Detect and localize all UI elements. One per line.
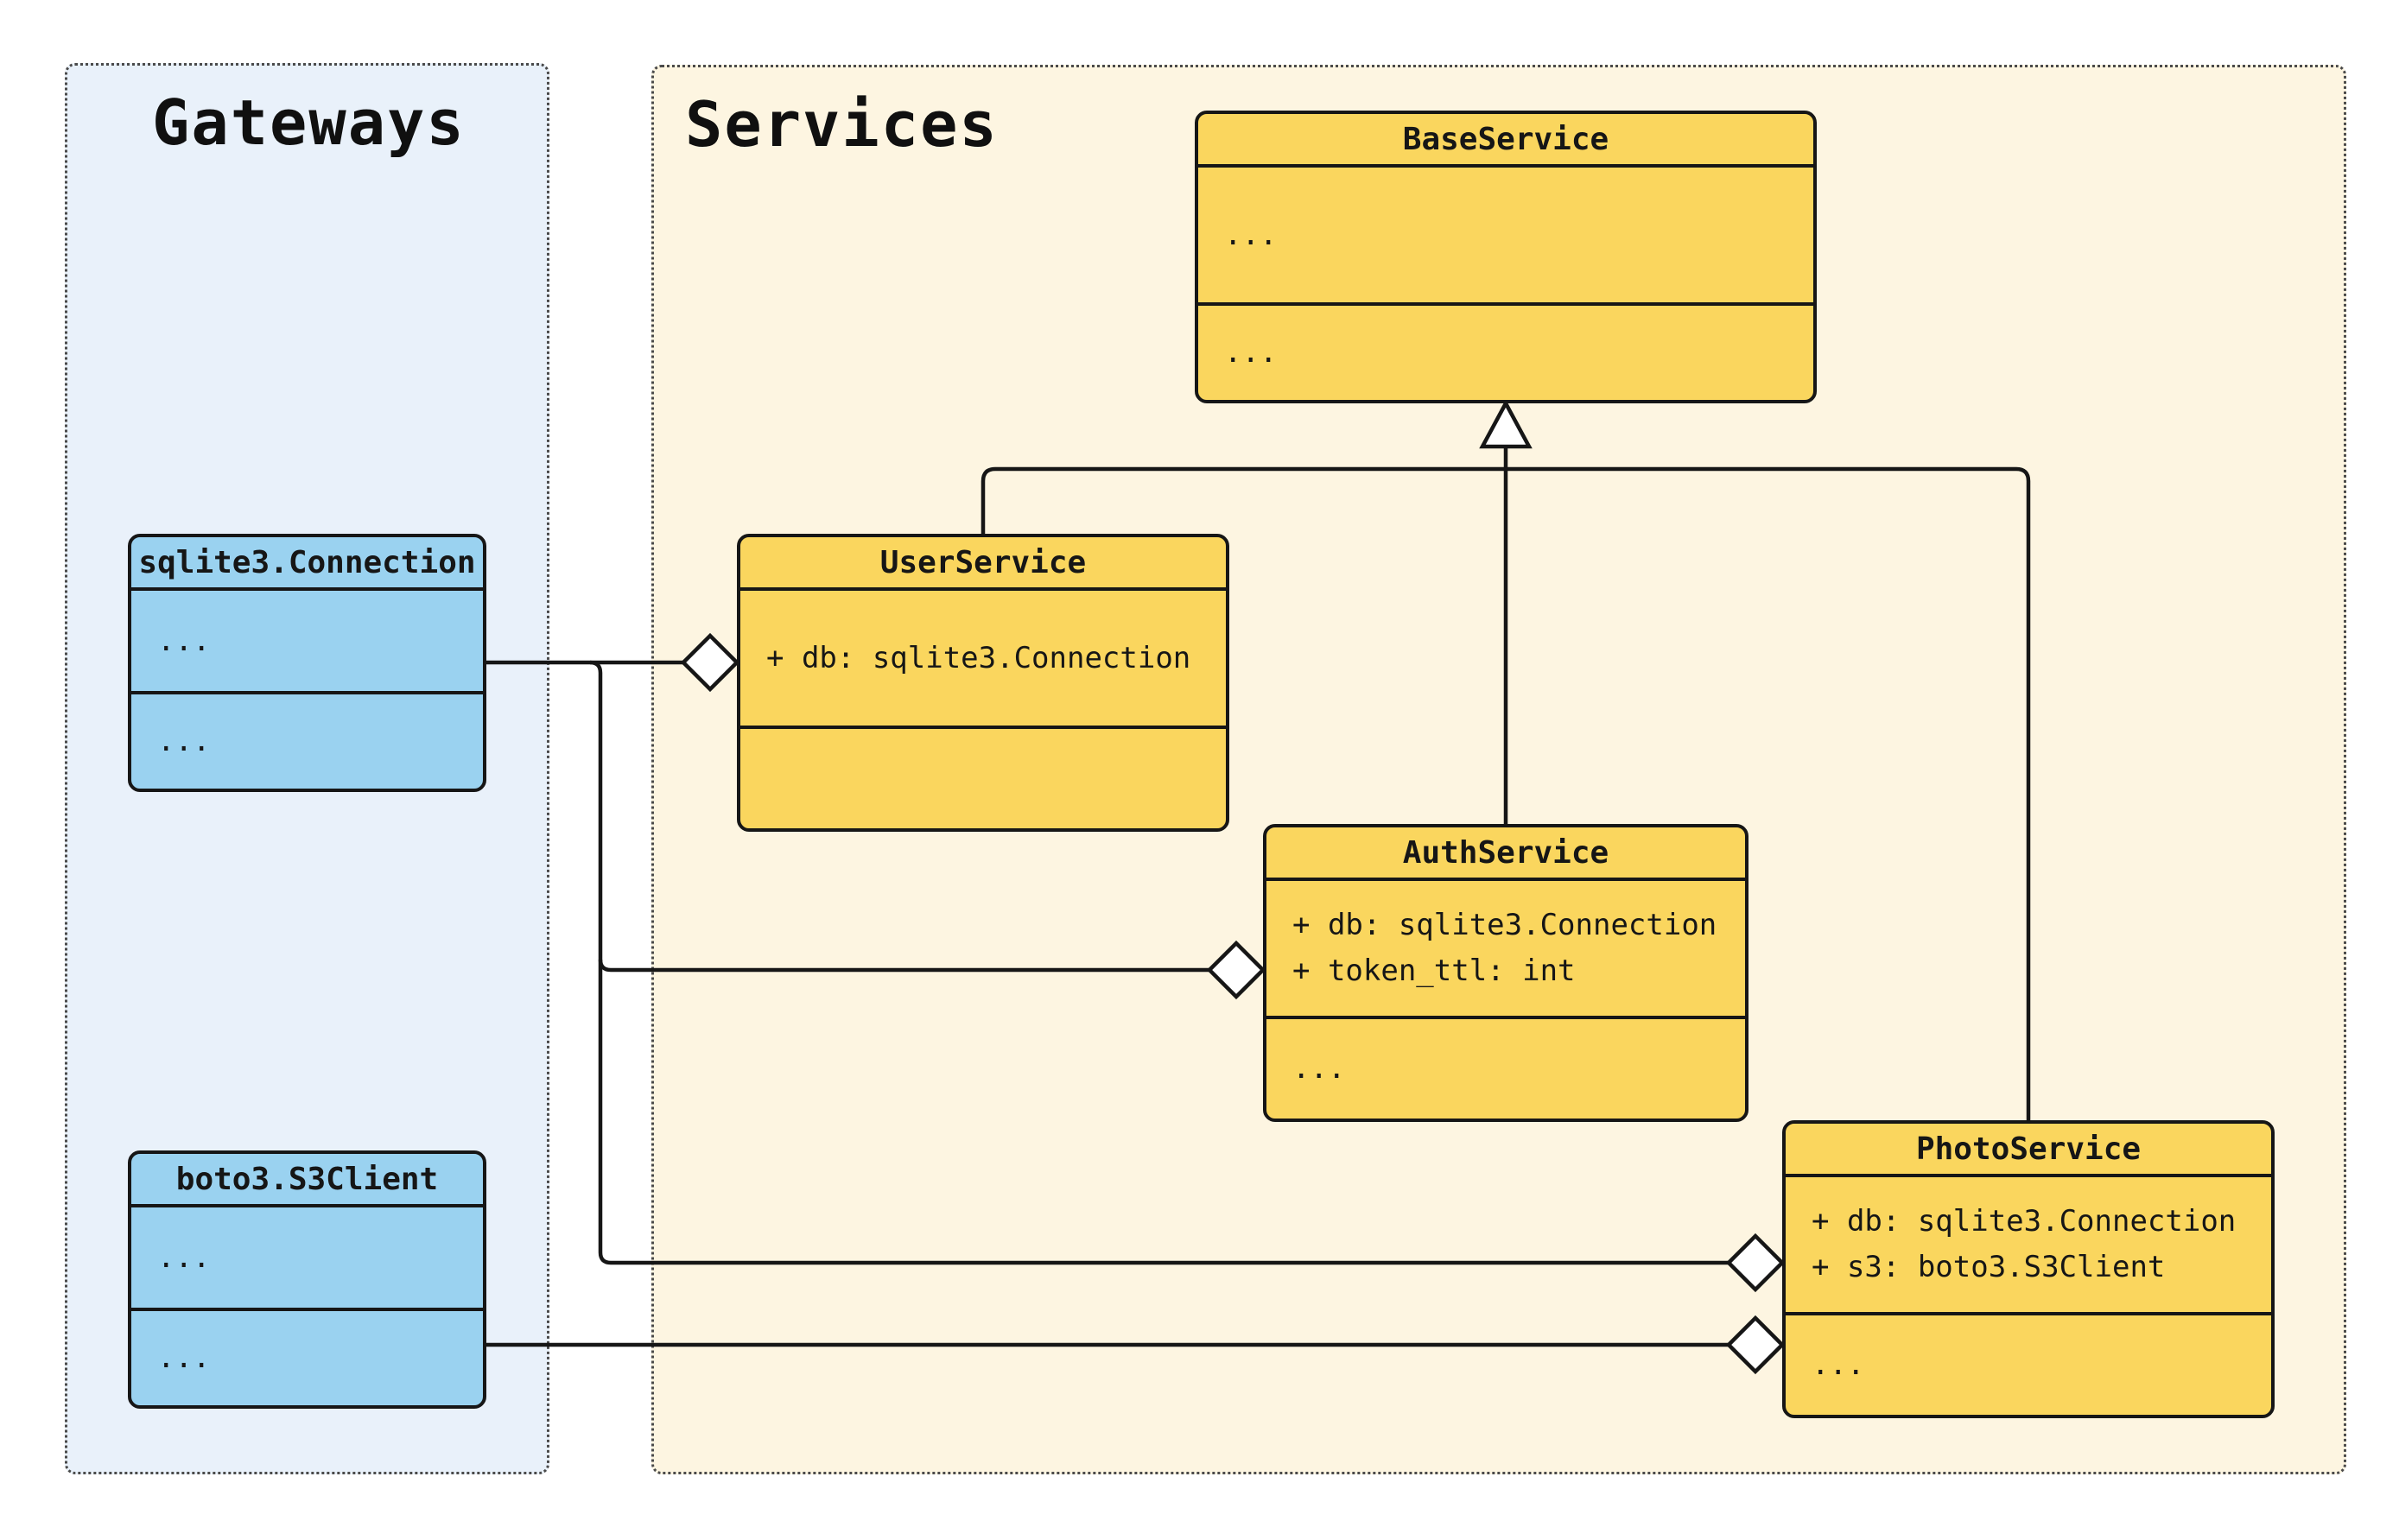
attribute-line: + db: sqlite3.Connection (1292, 908, 1717, 943)
class-title-authservice: AuthService (1266, 827, 1745, 881)
class-methods-baseservice: ... (1198, 306, 1813, 400)
class-attributes-photoservice: + db: sqlite3.Connection + s3: boto3.S3C… (1786, 1177, 2271, 1315)
class-title-photoservice: PhotoService (1786, 1124, 2271, 1177)
class-methods-authservice: ... (1266, 1019, 1745, 1119)
attribute-line: + s3: boto3.S3Client (1812, 1250, 2166, 1284)
class-attributes-authservice: + db: sqlite3.Connection + token_ttl: in… (1266, 881, 1745, 1019)
aggregation-sqlite3-photoservice-line (589, 660, 1729, 1265)
class-title-boto3-s3client: boto3.S3Client (131, 1154, 483, 1207)
class-attributes-sqlite3-connection: ... (131, 591, 483, 694)
class-title-sqlite3-connection: sqlite3.Connection (131, 537, 483, 591)
method-line: ... (1224, 335, 1278, 371)
method-line: ... (1292, 1051, 1346, 1087)
attribute-line: + token_ttl: int (1292, 954, 1576, 988)
group-gateways-title: Gateways (152, 86, 466, 159)
class-box-sqlite3-connection: sqlite3.Connection ... ... (128, 534, 486, 792)
class-title-baseservice: BaseService (1198, 114, 1813, 168)
class-attributes-baseservice: ... (1198, 168, 1813, 306)
aggregation-sqlite3-authservice-line (598, 959, 1209, 973)
class-attributes-boto3-s3client: ... (131, 1207, 483, 1311)
class-title-userservice: UserService (740, 537, 1226, 591)
class-box-photoservice: PhotoService + db: sqlite3.Connection + … (1782, 1120, 2275, 1418)
class-box-baseservice: BaseService ... ... (1195, 111, 1817, 403)
class-box-authservice: AuthService + db: sqlite3.Connection + t… (1263, 824, 1748, 1122)
attribute-line: ... (1224, 217, 1278, 252)
aggregation-diamond-photoservice-s3-icon (1725, 1315, 1786, 1375)
attribute-line: ... (157, 1239, 211, 1275)
group-services-title: Services (685, 88, 999, 161)
class-attributes-userservice: + db: sqlite3.Connection (740, 591, 1226, 729)
class-methods-boto3-s3client: ... (131, 1311, 483, 1405)
method-line: ... (1812, 1347, 1865, 1383)
class-box-userservice: UserService + db: sqlite3.Connection (737, 534, 1229, 832)
aggregation-diamond-userservice-icon (680, 632, 740, 693)
inheritance-triangle-icon (1479, 399, 1533, 449)
aggregation-diamond-photoservice-db-icon (1725, 1233, 1786, 1293)
class-methods-userservice (740, 729, 1226, 828)
class-box-boto3-s3client: boto3.S3Client ... ... (128, 1150, 486, 1409)
class-methods-photoservice: ... (1786, 1315, 2271, 1415)
attribute-line: ... (157, 623, 211, 658)
attribute-line: + db: sqlite3.Connection (1812, 1204, 2237, 1239)
aggregation-diamond-authservice-icon (1206, 940, 1266, 1000)
attribute-line: + db: sqlite3.Connection (766, 640, 1191, 675)
method-line: ... (157, 1340, 211, 1376)
class-methods-sqlite3-connection: ... (131, 694, 483, 789)
method-line: ... (157, 724, 211, 759)
